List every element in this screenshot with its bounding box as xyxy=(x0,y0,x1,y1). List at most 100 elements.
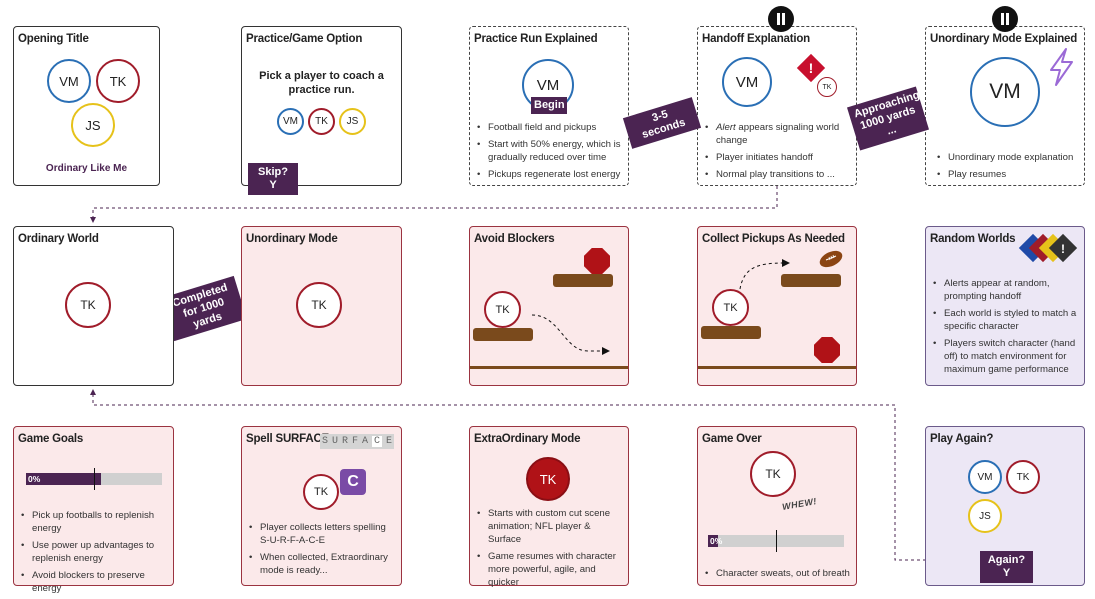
bullet: Starts with custom cut scene animation; … xyxy=(476,507,626,546)
bullet: Player initiates handoff xyxy=(704,151,852,164)
card-unordinary-mode: Unordinary Mode TK xyxy=(241,226,402,386)
avatar-tk[interactable]: TK xyxy=(712,289,749,326)
letter-a: A xyxy=(361,436,368,447)
practice-run-bullets: Football field and pickups Start with 50… xyxy=(476,121,624,185)
handoff-bullets: Alert appears signaling world change Pla… xyxy=(704,121,852,185)
svg-text:!: ! xyxy=(809,60,814,76)
bullet-text: appears signaling world change xyxy=(716,122,840,146)
jump-arrow xyxy=(531,314,610,355)
blocker-stop-icon xyxy=(814,337,840,363)
game-goals-bullets: Pick up footballs to replenish energy Us… xyxy=(20,509,170,599)
begin-button[interactable]: Begin xyxy=(531,97,567,114)
bullet: Unordinary mode explanation xyxy=(936,151,1080,164)
platform xyxy=(701,326,761,339)
card-title: Unordinary Mode Explained xyxy=(930,33,1078,45)
card-ordinary-world: Ordinary World TK xyxy=(13,226,174,386)
pause-icon[interactable] xyxy=(992,6,1018,32)
letter-u: U xyxy=(331,436,338,447)
approaching-tag: Approaching 1000 yards ... xyxy=(846,86,930,151)
ground-line xyxy=(698,366,856,369)
card-title: Unordinary Mode xyxy=(246,233,338,245)
skip-button[interactable]: Skip? Y xyxy=(248,163,298,195)
whew-text: WHEW! xyxy=(781,496,818,512)
ground-line xyxy=(470,366,628,369)
card-title: ExtraOrdinary Mode xyxy=(474,433,581,445)
card-avoid-blockers: Avoid Blockers TK xyxy=(469,226,629,386)
card-extraordinary-mode: ExtraOrdinary Mode TK Starts with custom… xyxy=(469,426,629,588)
avatar-js[interactable]: JS xyxy=(71,103,115,147)
game-over-bullets: Character sweats, out of breath xyxy=(704,567,854,584)
letter-s: S xyxy=(321,436,328,447)
card-unordinary-explained: Unordinary Mode Explained VM Unordinary … xyxy=(925,26,1085,186)
letter-e: E xyxy=(385,436,392,447)
letter-c-pickup: C xyxy=(340,469,366,495)
lightning-icon xyxy=(1050,48,1073,86)
bullet: Player collects letters spelling S-U-R-F… xyxy=(248,521,398,547)
avatar-js[interactable]: JS xyxy=(339,108,366,135)
card-title: Handoff Explanation xyxy=(702,33,811,45)
avatar-tk[interactable]: TK xyxy=(303,474,339,510)
avatar-tk-powered[interactable]: TK xyxy=(526,457,570,501)
card-title: Avoid Blockers xyxy=(474,233,555,245)
bullet: Normal play transitions to ... xyxy=(704,168,852,181)
card-title: Game Over xyxy=(702,433,762,445)
spell-surface-bullets: Player collects letters spelling S-U-R-F… xyxy=(248,521,398,581)
card-practice-option: Practice/Game Option Pick a player to co… xyxy=(241,26,402,195)
energy-label: 0% xyxy=(28,474,41,484)
card-collect-pickups: Collect Pickups As Needed TK xyxy=(697,226,857,386)
again-button[interactable]: Again? Y xyxy=(980,551,1033,583)
avatar-tk[interactable]: TK xyxy=(1006,460,1040,494)
pause-icon[interactable] xyxy=(768,6,794,32)
bullet: Play resumes xyxy=(936,168,1080,181)
bullet: Players switch character (hand off) to m… xyxy=(932,337,1080,376)
bullet: When collected, Extraordinary mode is re… xyxy=(248,551,398,577)
extraordinary-bullets: Starts with custom cut scene animation; … xyxy=(476,507,626,593)
card-title: Spell SURFACE xyxy=(246,433,330,445)
random-worlds-bullets: Alerts appear at random, prompting hando… xyxy=(932,277,1080,380)
avatar-js[interactable]: JS xyxy=(968,499,1002,533)
avatar-tk[interactable]: TK xyxy=(817,77,837,97)
energy-bar-fill xyxy=(26,473,101,485)
avatar-vm[interactable]: VM xyxy=(968,460,1002,494)
practice-prompt: Pick a player to coach a practice run. xyxy=(259,70,384,96)
card-title: Collect Pickups As Needed xyxy=(702,233,845,245)
energy-bar-fill xyxy=(708,535,718,547)
card-practice-run: Practice Run Explained VM Begin Football… xyxy=(469,26,629,186)
avatar-tk[interactable]: TK xyxy=(484,291,521,328)
energy-marker xyxy=(776,530,777,552)
world-cards-icon: ! xyxy=(1018,233,1078,263)
card-title: Practice/Game Option xyxy=(246,33,363,45)
platform xyxy=(781,274,841,287)
surface-letter-strip: S U R F A C E xyxy=(320,434,394,449)
bullet: Game resumes with character more powerfu… xyxy=(476,550,626,589)
avatar-tk[interactable]: TK xyxy=(96,59,140,103)
card-title: Random Worlds xyxy=(930,233,1016,245)
avatar-vm[interactable]: VM xyxy=(277,108,304,135)
avatar-vm[interactable]: VM xyxy=(970,57,1040,127)
avatar-tk[interactable]: TK xyxy=(65,282,111,328)
football-icon xyxy=(819,250,843,268)
card-opening-title: Opening Title VM TK JS Ordinary Like Me xyxy=(13,26,160,186)
energy-bar: 0% xyxy=(708,530,844,552)
card-game-over: Game Over TK WHEW! 0% Character sweats, … xyxy=(697,426,857,586)
bullet: Alert appears signaling world change xyxy=(704,121,852,147)
platform xyxy=(553,274,613,287)
jump-arrow xyxy=(739,259,790,290)
avatar-tk[interactable]: TK xyxy=(296,282,342,328)
avatar-vm[interactable]: VM xyxy=(47,59,91,103)
svg-text:!: ! xyxy=(1061,242,1065,256)
bullet: Character sweats, out of breath xyxy=(704,567,854,580)
energy-label: 0% xyxy=(710,536,723,546)
bullet: Each world is styled to match a specific… xyxy=(932,307,1080,333)
card-random-worlds: Random Worlds ! Alerts appear at random,… xyxy=(925,226,1085,386)
card-title: Play Again? xyxy=(930,433,994,445)
card-title: Opening Title xyxy=(18,33,89,45)
blocker-stop-icon xyxy=(584,248,610,274)
avatar-vm[interactable]: VM xyxy=(722,57,772,107)
avatar-tk[interactable]: TK xyxy=(750,451,796,497)
platform xyxy=(473,328,533,341)
avatar-tk[interactable]: TK xyxy=(308,108,335,135)
letter-c: C xyxy=(371,436,382,447)
card-game-goals: Game Goals 0% Pick up footballs to reple… xyxy=(13,426,174,594)
alert-word: Alert xyxy=(716,122,736,133)
